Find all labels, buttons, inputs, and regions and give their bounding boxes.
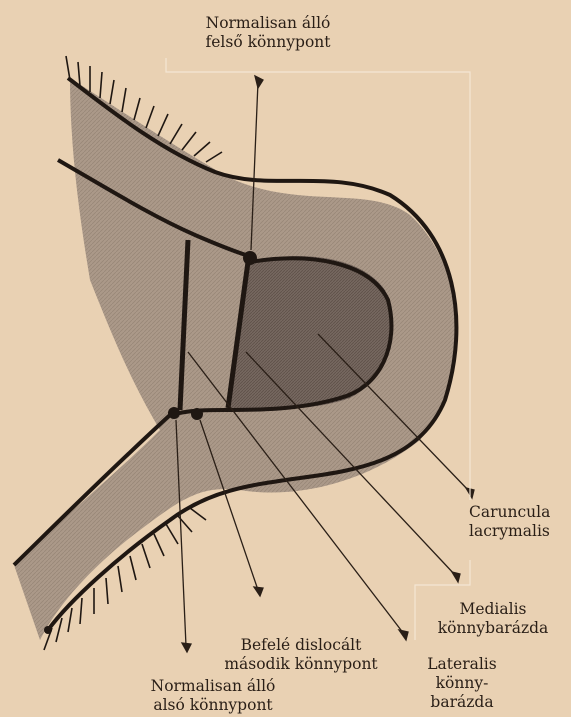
upper-punctum-dot — [243, 251, 257, 265]
label-lateral-groove-line2: könny- — [412, 674, 512, 693]
label-lower-punctum: Normalisan álló alsó könnypont — [128, 677, 298, 715]
label-displaced-punctum-line2: második könnypont — [200, 655, 402, 674]
label-medial-groove: Medialis könnybarázda — [417, 600, 569, 638]
arrowhead-lower-punctum — [182, 643, 191, 652]
label-caruncula: Caruncula lacrymalis — [469, 503, 569, 541]
lower-lid-end-dot — [44, 626, 52, 634]
label-caruncula-line2: lacrymalis — [469, 522, 569, 541]
label-lateral-groove-line1: Lateralis — [412, 655, 512, 674]
arrowhead-medial-groove — [452, 572, 460, 582]
label-medial-groove-line2: könnybarázda — [417, 619, 569, 638]
label-upper-punctum-line2: felső könnypont — [188, 33, 348, 52]
label-lateral-groove: Lateralis könny- barázda — [412, 655, 512, 712]
lower-punctum-dot — [168, 407, 180, 419]
label-displaced-punctum: Befelé dislocált második könnypont — [200, 636, 402, 674]
label-lateral-groove-line3: barázda — [412, 693, 512, 712]
arrowhead-displaced-punctum — [254, 587, 263, 596]
label-medial-groove-line1: Medialis — [417, 600, 569, 619]
label-upper-punctum: Normalisan álló felső könnypont — [188, 14, 348, 52]
label-lower-punctum-line2: alsó könnypont — [128, 696, 298, 715]
label-displaced-punctum-line1: Befelé dislocált — [200, 636, 402, 655]
label-upper-punctum-line1: Normalisan álló — [188, 14, 348, 33]
displaced-punctum-dot — [191, 408, 203, 420]
label-caruncula-line1: Caruncula — [469, 503, 569, 522]
arrowhead-upper-punctum — [255, 76, 263, 88]
label-lower-punctum-line1: Normalisan álló — [128, 677, 298, 696]
